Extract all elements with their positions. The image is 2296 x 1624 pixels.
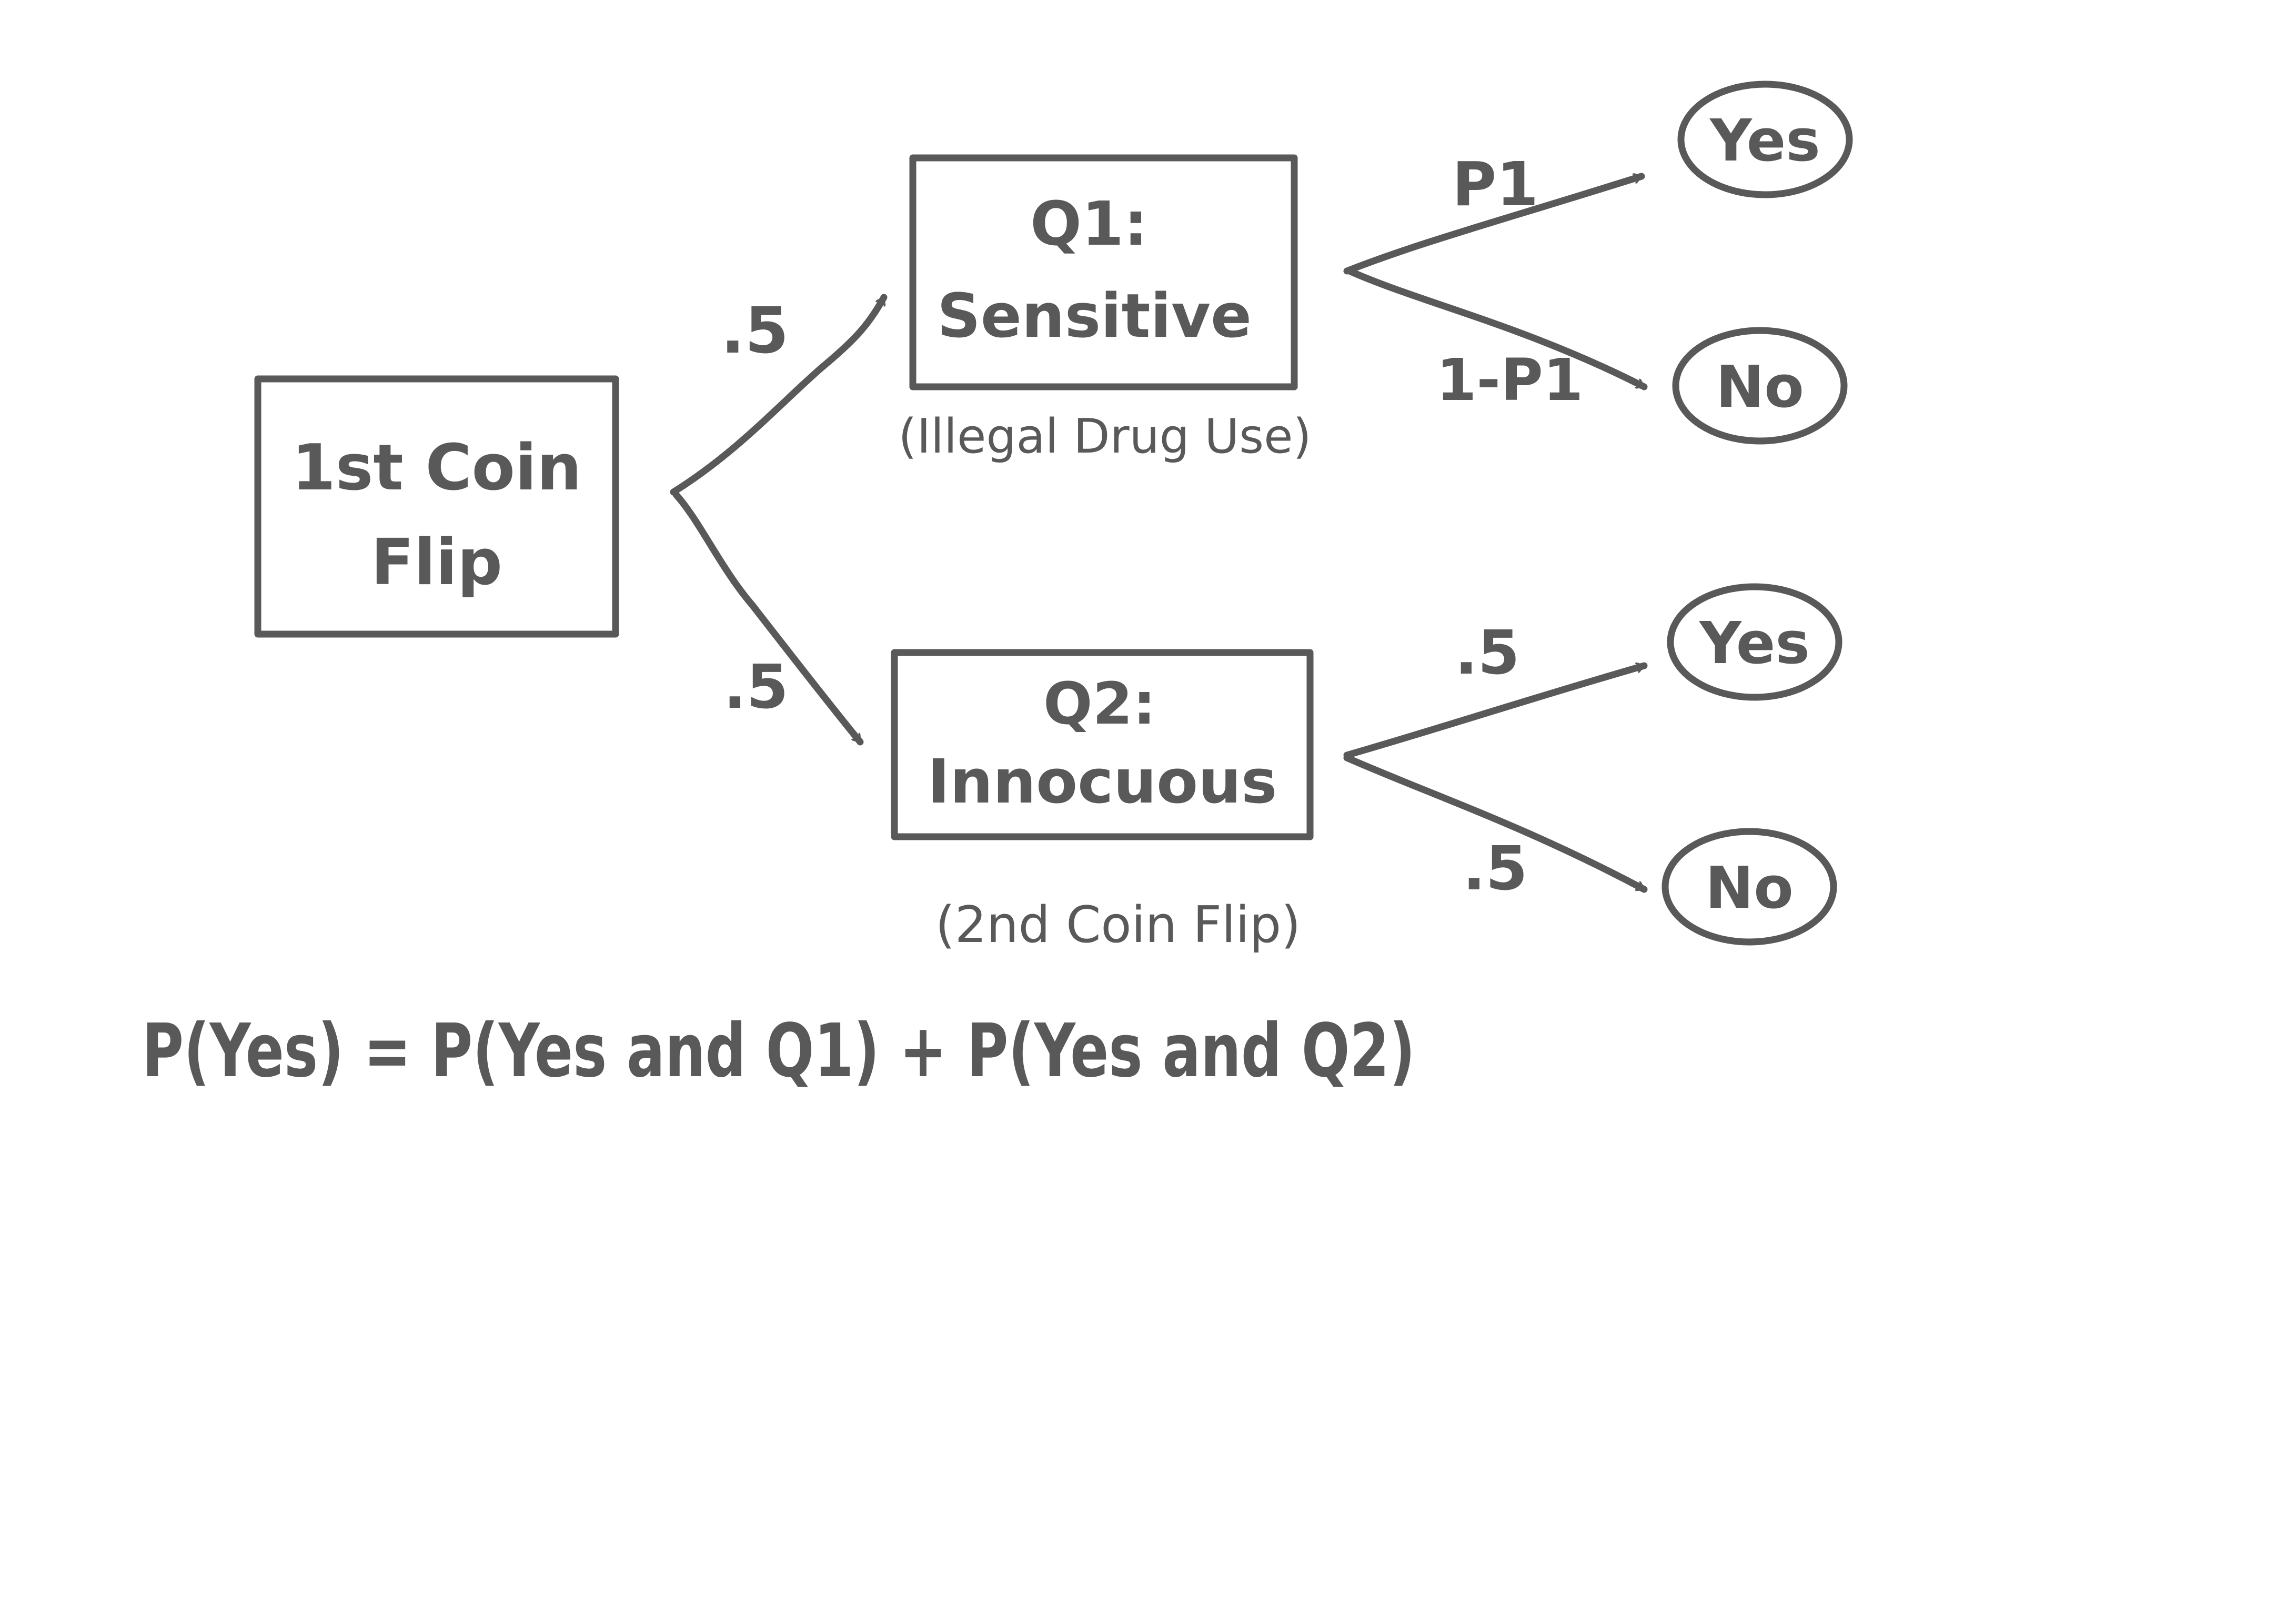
q2-no-ellipse bbox=[1661, 828, 1837, 946]
q1-label: Sensitive bbox=[937, 281, 1252, 352]
q2-yes-node: Yes bbox=[1667, 583, 1842, 701]
edge-q1-to-no bbox=[1346, 267, 1648, 390]
q2-label: Innocuous bbox=[928, 747, 1277, 817]
edge-flip-to-q2-label: .5 bbox=[723, 652, 789, 723]
edge-q1-to-yes bbox=[1343, 176, 1645, 275]
q1-yes-label: Yes bbox=[1709, 107, 1820, 174]
q2-box bbox=[891, 649, 1314, 840]
q2-no-node: No bbox=[1661, 828, 1837, 946]
q2-node: Q2: Innocuous (2nd Coin Flip) bbox=[891, 649, 1314, 954]
edge-q2-to-no-label: .5 bbox=[1463, 834, 1528, 904]
edge-q2-to-yes bbox=[1343, 666, 1648, 759]
q1-title: Q1: bbox=[1030, 189, 1148, 259]
edge-q1-to-yes-label: P1 bbox=[1452, 149, 1538, 220]
first-coin-flip-line2: Flip bbox=[371, 526, 502, 599]
first-coin-flip-box bbox=[254, 375, 619, 638]
edge-q1-to-no-label: 1-P1 bbox=[1436, 346, 1583, 414]
q1-note: (Illegal Drug Use) bbox=[898, 409, 1311, 464]
edge-q2-to-yes-label: .5 bbox=[1455, 618, 1520, 688]
first-coin-flip-line1: 1st Coin bbox=[291, 432, 581, 505]
q1-yes-ellipse bbox=[1677, 81, 1853, 198]
edge-flip-to-q2 bbox=[672, 491, 864, 746]
q1-no-node: No bbox=[1672, 327, 1848, 445]
q1-no-ellipse bbox=[1672, 327, 1848, 445]
first-coin-flip-node: 1st Coin Flip bbox=[254, 375, 619, 638]
q1-no-label: No bbox=[1716, 353, 1804, 420]
q2-yes-ellipse bbox=[1667, 583, 1842, 701]
edge-flip-to-q1 bbox=[670, 294, 888, 496]
q1-yes-node: Yes bbox=[1677, 81, 1853, 198]
q2-note: (2nd Coin Flip) bbox=[935, 896, 1301, 954]
q2-no-label: No bbox=[1705, 854, 1794, 921]
q2-title: Q2: bbox=[1043, 670, 1156, 737]
q1-node: Q1: Sensitive (Illegal Drug Use) bbox=[898, 154, 1312, 464]
probability-formula: P(Yes) = P(Yes and Q1) + P(Yes and Q2) bbox=[142, 1008, 1415, 1094]
edge-flip-to-q1-label: .5 bbox=[721, 295, 789, 368]
edge-q2-to-no bbox=[1343, 754, 1648, 893]
q2-yes-label: Yes bbox=[1698, 609, 1810, 677]
q1-box bbox=[909, 154, 1298, 390]
